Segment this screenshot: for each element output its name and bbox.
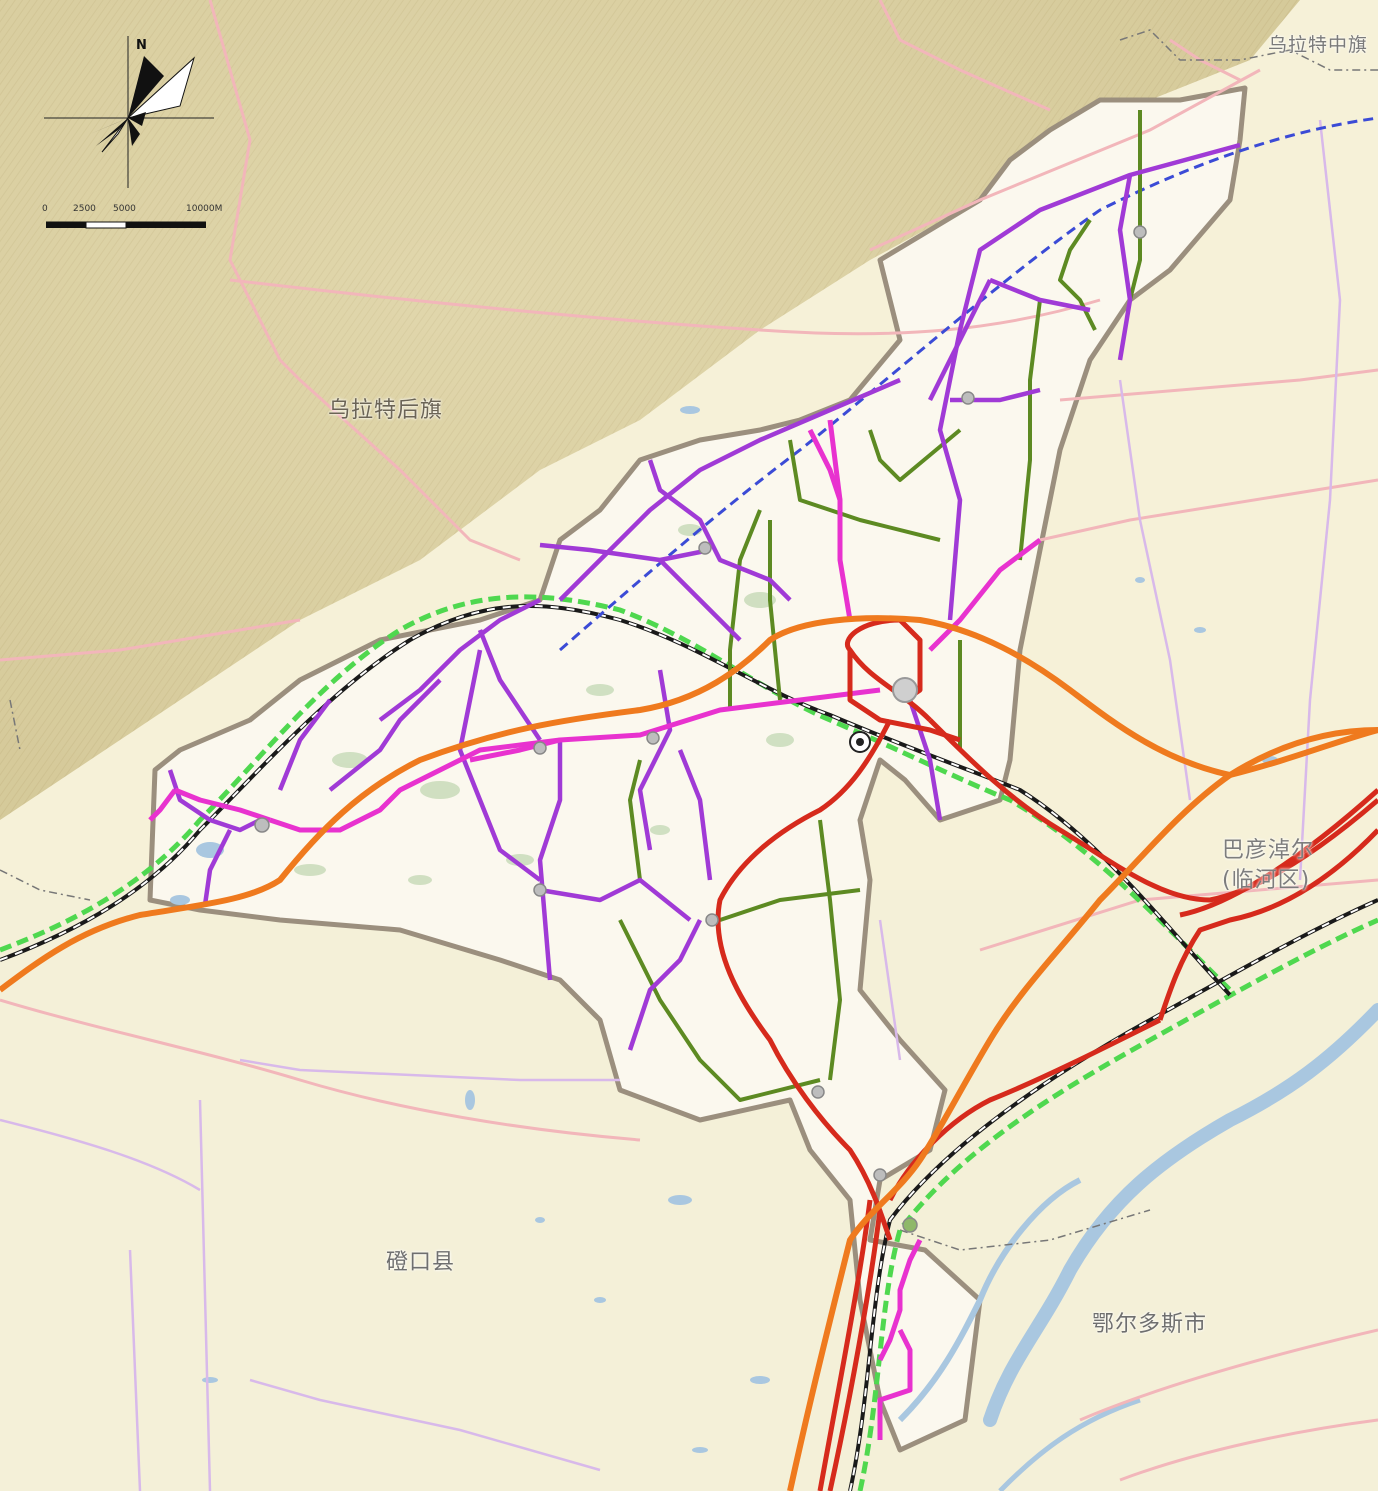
town-markers [254, 225, 1147, 1233]
scale-tick-5000: 5000 [113, 204, 136, 214]
planned-roads-magenta [148, 419, 1042, 1440]
expressways-orange [0, 615, 1378, 1491]
yellow-river-branch [897, 1177, 1082, 1423]
province-boundary [0, 29, 1378, 1251]
place-label-eerduosi: 鄂尔多斯市 [1092, 1312, 1208, 1337]
yellow-river [983, 1003, 1378, 1427]
place-label-linhe: (临河区) [1222, 868, 1311, 893]
district-area [147, 85, 1248, 1453]
railway-green [0, 594, 1378, 1491]
city-center-marker [892, 677, 918, 703]
place-label-wulate-zhongqi: 乌拉特中旗 [1268, 34, 1369, 56]
river-south [998, 1397, 1141, 1491]
place-label-wulate-houqi: 乌拉特后旗 [328, 398, 444, 423]
scale-tick-10000: 10000M [186, 204, 223, 214]
place-label-bayannaoer-name: 巴彦淖尔 [1222, 838, 1315, 863]
scale-tick-0: 0 [42, 204, 48, 214]
scale-bar [46, 221, 206, 229]
county-roads-green [618, 110, 1142, 1102]
north-label: N [136, 38, 147, 53]
railway-black [0, 604, 1378, 1491]
wetland-patches [294, 524, 794, 885]
provincial-roads-purple [167, 142, 1241, 1051]
place-label-bayannaoer: 巴彦淖尔 (临河区) [1222, 836, 1314, 896]
railway-blue [559, 116, 1378, 652]
north-arrow-windrose-icon [44, 36, 214, 188]
scale-tick-2500: 2500 [73, 204, 96, 214]
mountain-texture [0, 0, 1300, 820]
minor-roads [0, 119, 1342, 1491]
place-label-dengkou: 磴口县 [386, 1250, 456, 1275]
lakes [170, 406, 1278, 1453]
